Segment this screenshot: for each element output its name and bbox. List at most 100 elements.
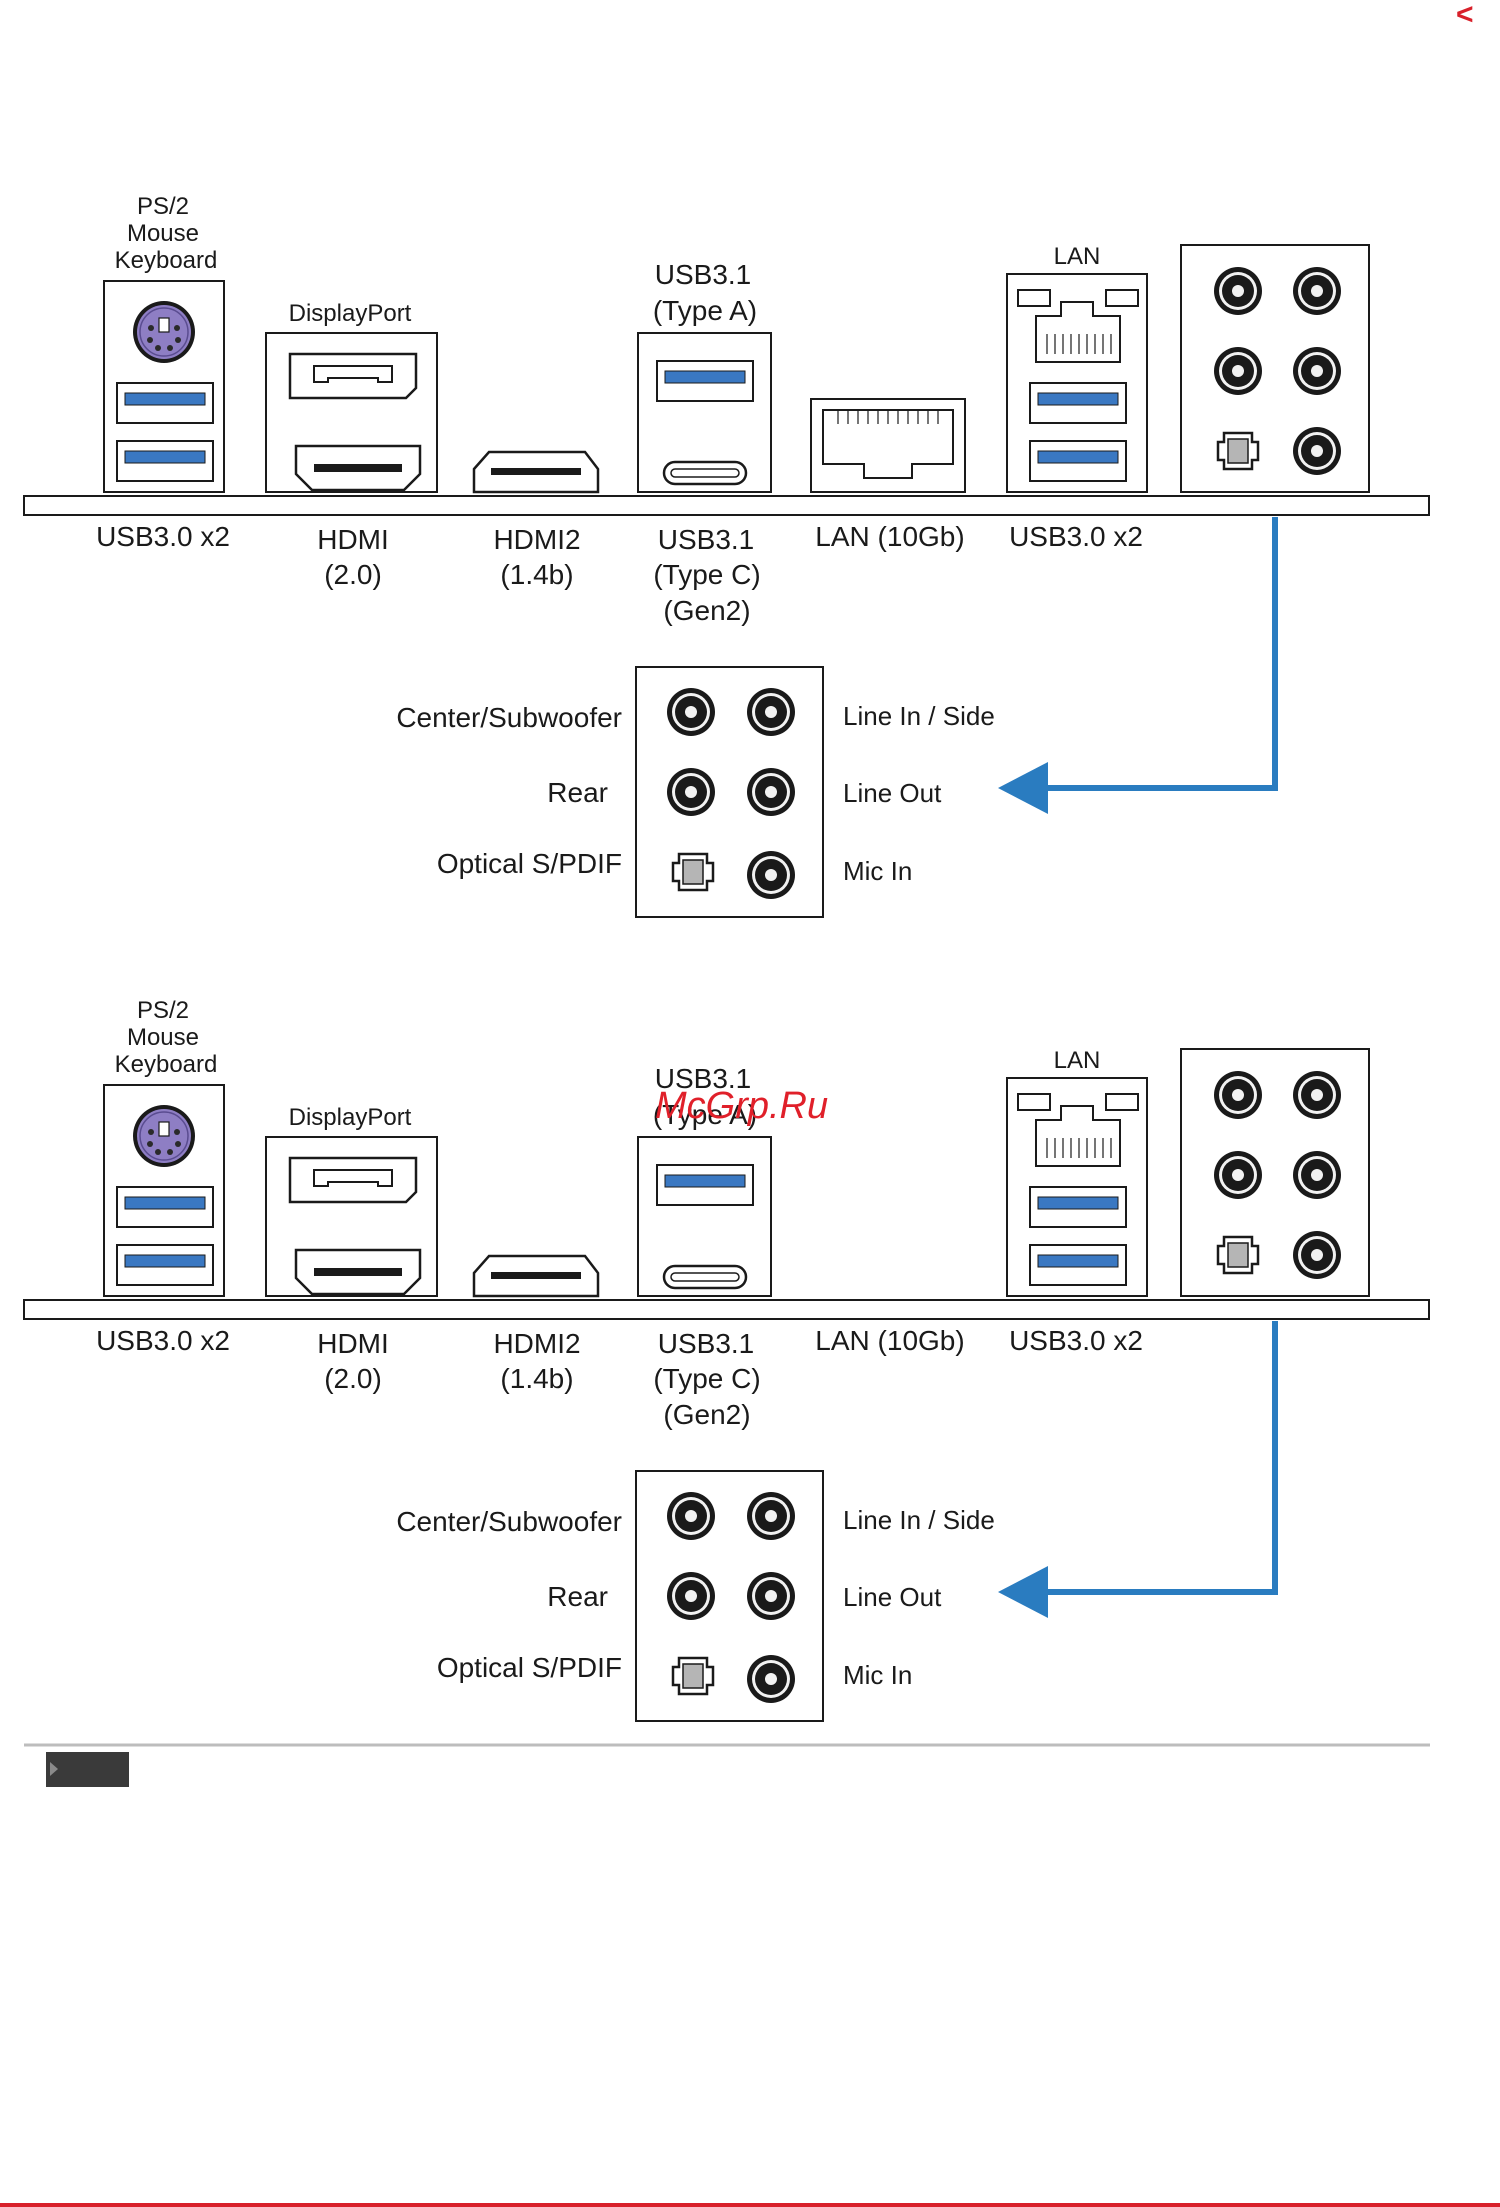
note-tag-arrow-icon (50, 1762, 58, 1776)
pointer-arrow-line (1040, 1321, 1278, 1595)
corner-nav-arrow: < (1456, 0, 1474, 31)
displayport-port (288, 352, 418, 400)
ps2-port (132, 1104, 196, 1168)
displayport-label: DisplayPort (289, 1104, 412, 1131)
detail-jack-center-sub (667, 1492, 715, 1540)
pointer-arrowhead (998, 762, 1048, 814)
ps2-label-line3: Keyboard (115, 1051, 218, 1078)
audio-jack-5 (1293, 427, 1341, 475)
usb31-block (637, 332, 772, 493)
usb31-type-c-port (662, 1264, 748, 1290)
detail-jack-line-in (747, 1492, 795, 1540)
usb31c-label-line2: (Type C) (653, 1363, 760, 1394)
usb31c-label-line1: USB3.1 (658, 524, 755, 555)
pointer-arrowhead (998, 1566, 1048, 1618)
audio-jack-3 (1214, 347, 1262, 395)
usb30-left-port-1 (116, 382, 214, 424)
usb31-type-a-port (656, 1164, 754, 1206)
audio-left-label-1: Center/Subwoofer (396, 1506, 622, 1537)
lan-10gb-label: LAN (10Gb) (815, 1325, 964, 1356)
usb30-left-port-2 (116, 1244, 214, 1286)
detail-jack-line-in (747, 688, 795, 736)
optical-spdif-port (1216, 1235, 1260, 1275)
ps2-label-line3: Keyboard (115, 247, 218, 274)
io-shield-bar (23, 495, 1430, 516)
audio-jack-4 (1293, 1151, 1341, 1199)
displayport-label: DisplayPort (289, 300, 412, 327)
usb31c-label-line3: (Gen2) (663, 1399, 750, 1430)
usb31-type-a-port (656, 360, 754, 402)
usb30-right-label: USB3.0 x2 (1009, 1325, 1143, 1356)
io-shield-bar (23, 1299, 1430, 1320)
audio-left-label-2: Rear (547, 1581, 608, 1612)
usb31c-label-line1: USB3.1 (658, 1328, 755, 1359)
detail-jack-rear (667, 1572, 715, 1620)
io-panel-1: PS/2 Mouse Keyboard DisplayPort USB3.1 (… (23, 193, 1430, 918)
audio-left-label-1: Center/Subwoofer (396, 702, 622, 733)
detail-jack-rear (667, 768, 715, 816)
io-panel-2: PS/2 Mouse Keyboard DisplayPort USB3.1 (… (23, 997, 1430, 1722)
audio-jack-2 (1293, 267, 1341, 315)
usb30-left-port-2 (116, 440, 214, 482)
usb31-type-c-port (662, 460, 748, 486)
audio-right-label-1: Line In / Side (843, 701, 995, 731)
detail-jack-mic-in (747, 1655, 795, 1703)
usb31a-label-line1: USB3.1 (655, 1063, 752, 1094)
usb30-right-label: USB3.0 x2 (1009, 521, 1143, 552)
detail-jack-line-out (747, 1572, 795, 1620)
hdmi-label-line1: HDMI (317, 524, 389, 555)
usb30-left-port-1 (116, 1186, 214, 1228)
hdmi2-label-line1: HDMI2 (493, 1328, 580, 1359)
usb30-right-port-2 (1029, 440, 1127, 482)
lan-10gb-label: LAN (10Gb) (815, 521, 964, 552)
audio-jack-1 (1214, 267, 1262, 315)
hdmi-label-line2: (2.0) (324, 1363, 382, 1394)
detail-optical-spdif (671, 1656, 715, 1696)
ps2-label-line1: PS/2 (137, 193, 189, 220)
hdmi2-port (472, 450, 600, 494)
audio-jack-1 (1214, 1071, 1262, 1119)
hdmi2-label-line2: (1.4b) (500, 559, 573, 590)
usb31a-label-line2: (Type A) (653, 295, 757, 326)
lan-top-label: LAN (1054, 1047, 1101, 1074)
hdmi2-label-line2: (1.4b) (500, 1363, 573, 1394)
usb31c-label-line2: (Type C) (653, 559, 760, 590)
detail-jack-center-sub (667, 688, 715, 736)
usb31a-label-line1: USB3.1 (655, 259, 752, 290)
lan-port (1017, 1093, 1139, 1167)
audio-left-label-3: Optical S/PDIF (437, 1652, 622, 1683)
audio-right-label-2: Line Out (843, 1582, 942, 1612)
audio-jack-2 (1293, 1071, 1341, 1119)
ps2-label-line2: Mouse (127, 220, 199, 247)
optical-spdif-port (1216, 431, 1260, 471)
ps2-label-line1: PS/2 (137, 997, 189, 1024)
usb30-right-port-2 (1029, 1244, 1127, 1286)
usb31a-label-line2: (Type A) (653, 1099, 757, 1130)
lan-top-label: LAN (1054, 243, 1101, 270)
usb30-left-label: USB3.0 x2 (96, 521, 230, 552)
usb30-right-port-1 (1029, 1186, 1127, 1228)
lan-10gb-port (810, 398, 966, 493)
audio-jack-5 (1293, 1231, 1341, 1279)
audio-right-label-3: Mic In (843, 856, 912, 886)
hdmi2-port (472, 1254, 600, 1298)
watermark-text: McGrp.Ru (655, 1085, 828, 1127)
audio-left-label-2: Rear (547, 777, 608, 808)
detail-optical-spdif (671, 852, 715, 892)
usb31c-label-line3: (Gen2) (663, 595, 750, 626)
ps2-port (132, 300, 196, 364)
note-tag (46, 1752, 129, 1787)
audio-right-label-3: Mic In (843, 1660, 912, 1690)
hdmi-label-line1: HDMI (317, 1328, 389, 1359)
audio-jack-3 (1214, 1151, 1262, 1199)
audio-right-label-1: Line In / Side (843, 1505, 995, 1535)
hdmi-port (294, 444, 422, 492)
audio-left-label-3: Optical S/PDIF (437, 848, 622, 879)
detail-jack-line-out (747, 768, 795, 816)
audio-right-label-2: Line Out (843, 778, 942, 808)
ps2-label-line2: Mouse (127, 1024, 199, 1051)
lan-port (1017, 289, 1139, 363)
pointer-arrow-line (1040, 517, 1278, 791)
usb30-right-port-1 (1029, 382, 1127, 424)
